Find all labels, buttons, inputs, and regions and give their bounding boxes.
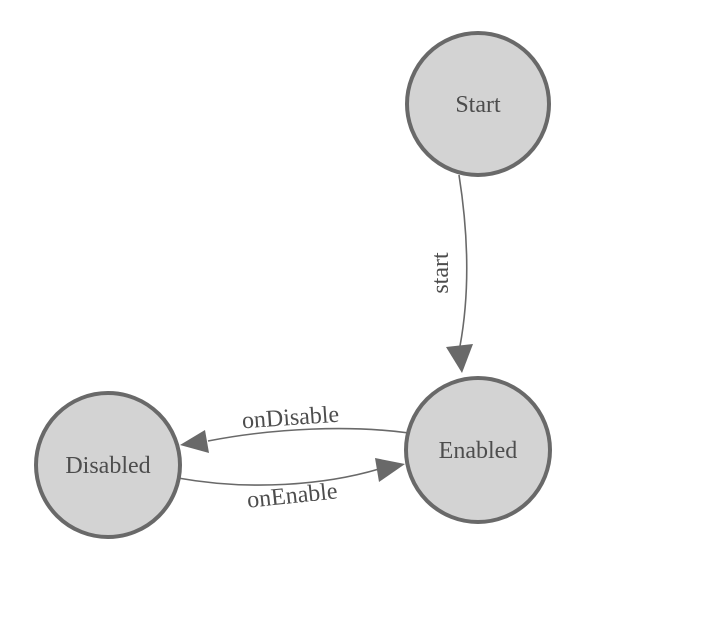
edge-start-to-enabled [446,174,473,373]
edge-line-ondisable [207,427,410,442]
arrowhead-icon-onenable [375,458,405,482]
node-label-start: Start [455,92,501,118]
edge-label-onenable: onEnable [246,478,339,513]
state-node-start [405,31,551,177]
node-label-enabled: Enabled [439,438,518,464]
edge-line-onenable [177,468,380,486]
edge-enabled-to-disabled [180,427,410,453]
node-label-disabled: Disabled [65,453,150,479]
state-node-disabled [34,391,182,539]
state-node-enabled [404,376,552,524]
edge-label-start: start [428,252,454,294]
edge-disabled-to-enabled [177,458,405,486]
arrowhead-icon-start [446,344,473,373]
edge-line-start [458,174,468,347]
arrowhead-icon-ondisable [180,430,209,453]
